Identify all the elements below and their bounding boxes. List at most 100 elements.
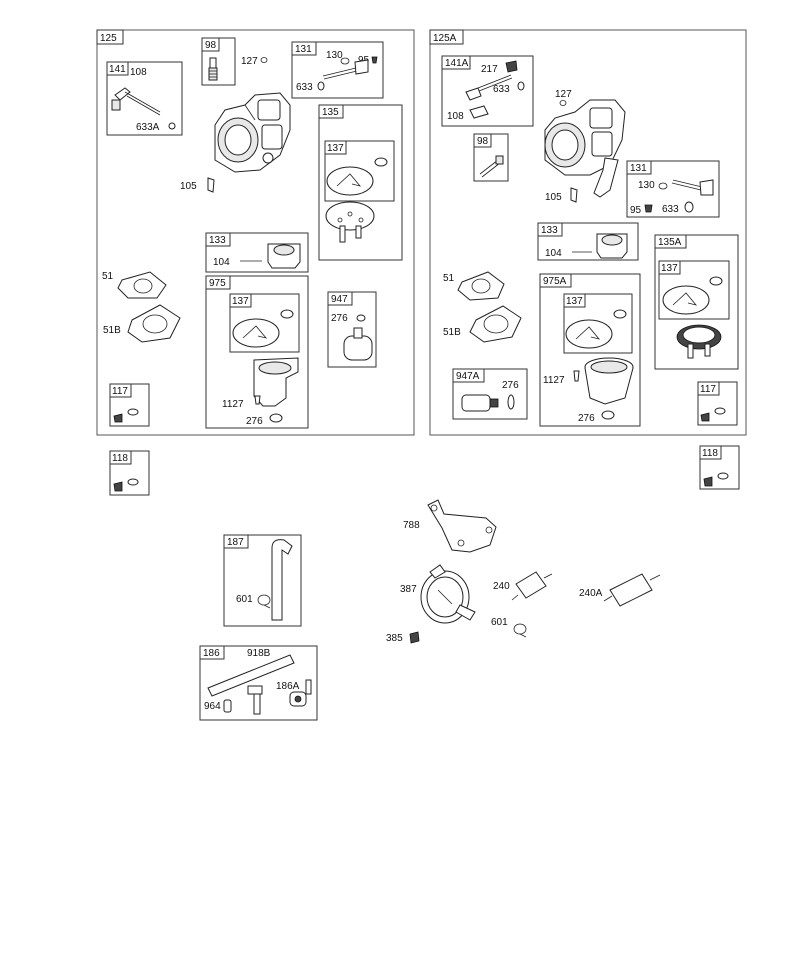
- kit-137c-tag: 137: [661, 263, 678, 274]
- kit-98b-tag: 98: [477, 136, 489, 147]
- kit-187-tag-box: [223, 534, 249, 549]
- kit-975-frame: [205, 275, 309, 429]
- label-964: 964: [204, 701, 221, 712]
- kit-137d-tag-box: [563, 293, 586, 308]
- kit-975A-frame: [539, 273, 641, 427]
- kit-137a-tag-box: [324, 140, 347, 155]
- label-633A: 633A: [136, 122, 160, 133]
- label-387: 387: [400, 584, 417, 595]
- kit-975A-tag-box: [539, 273, 572, 288]
- carburetor-body-left: [214, 92, 291, 173]
- kit-118-tag-box: [109, 450, 132, 465]
- label-788: 788: [403, 520, 420, 531]
- screw-1127: [254, 395, 261, 405]
- label-1127: 1127: [222, 399, 244, 410]
- group-125A-frame: [429, 29, 747, 436]
- washer-130: [340, 57, 350, 65]
- group-125-tag: 125: [100, 33, 117, 44]
- float-bowl-975A: [584, 357, 634, 405]
- solenoid-947: [343, 314, 373, 361]
- screw-95: [371, 56, 378, 64]
- kit-131b-tag-box: [626, 160, 652, 175]
- label-127: 127: [241, 56, 258, 67]
- gasket-set-137c: [662, 276, 723, 315]
- needle-105-right: [570, 187, 578, 203]
- label-633-right-b: 633: [662, 204, 679, 215]
- clamp-601: [257, 594, 271, 609]
- fuel-pump-387: [420, 564, 476, 624]
- kit-141-tag-box: [106, 61, 129, 76]
- kit-131-tag: 131: [295, 44, 312, 55]
- label-240: 240: [493, 581, 510, 592]
- shutoff-valve-186A: [289, 679, 312, 707]
- gasket-51B-right: [469, 305, 522, 343]
- kit-947A-frame: [452, 368, 528, 420]
- kit-186-frame: [199, 645, 318, 721]
- oring-117: [127, 408, 139, 416]
- choke-shaft-141A: [465, 74, 513, 101]
- solenoid-947A: [461, 394, 515, 412]
- washer-276-bowl-right: [601, 410, 615, 420]
- gasket-set-137b: [232, 309, 294, 348]
- washer-130-right: [658, 182, 668, 190]
- label-95-right: 95: [630, 205, 642, 216]
- choke-shaft-part: [111, 87, 161, 116]
- kit-117b-tag-box: [697, 381, 720, 396]
- washer-276-bowl: [269, 413, 283, 423]
- float-bowl-135: [325, 201, 375, 243]
- label-240A: 240A: [579, 588, 603, 599]
- label-276-bowl-right: 276: [578, 413, 595, 424]
- fuel-filter-240A: [603, 573, 661, 607]
- clip-964: [223, 699, 232, 713]
- kit-187-tag: 187: [227, 537, 244, 548]
- kit-975A-tag: 975A: [543, 276, 567, 287]
- kit-137c-frame: [658, 260, 730, 320]
- group-125A-tag: 125A: [433, 33, 457, 44]
- gasket-51: [117, 271, 167, 299]
- label-130: 130: [326, 50, 343, 61]
- kit-137a-frame: [324, 140, 395, 202]
- kit-947A-tag: 947A: [456, 371, 480, 382]
- kit-131b-frame: [626, 160, 720, 218]
- kit-133-tag: 133: [209, 235, 226, 246]
- jet-118b: [703, 476, 713, 487]
- kit-137b-frame: [229, 293, 300, 353]
- kit-98-tag-box: [201, 37, 220, 52]
- fuel-filter-240: [511, 571, 553, 601]
- label-633-right: 633: [493, 84, 510, 95]
- kit-141A-frame: [441, 55, 534, 127]
- kit-118-tag: 118: [112, 453, 128, 464]
- kit-141-frame: [106, 61, 183, 136]
- label-108: 108: [130, 67, 147, 78]
- kit-117-tag-box: [109, 383, 132, 398]
- kit-975-tag: 975: [209, 278, 226, 289]
- jet-117b: [700, 412, 710, 422]
- kit-137a-tag: 137: [327, 143, 344, 154]
- kit-141-tag: 141: [109, 64, 126, 75]
- throttle-shaft-131b: [671, 179, 714, 196]
- label-385: 385: [386, 633, 403, 644]
- label-918B: 918B: [247, 648, 271, 659]
- kit-117b-tag: 117: [700, 384, 716, 395]
- washer-633: [317, 81, 325, 91]
- knob-217: [505, 60, 518, 73]
- kit-98-tag: 98: [205, 40, 217, 51]
- label-51B-right: 51B: [443, 327, 461, 338]
- kit-118b-tag: 118: [702, 448, 718, 459]
- kit-135-frame: [318, 104, 403, 261]
- kit-187-frame: [223, 534, 302, 627]
- oring-118b: [717, 472, 729, 480]
- label-51: 51: [102, 271, 114, 282]
- label-105: 105: [180, 181, 197, 192]
- screw-95-right: [644, 204, 653, 213]
- label-276-solenoid-right: 276: [502, 380, 519, 391]
- kit-135A-tag-box: [654, 234, 687, 249]
- gasket-set-137d: [565, 309, 627, 349]
- kit-98b-tag-box: [473, 133, 492, 148]
- label-105-right: 105: [545, 192, 562, 203]
- washer-633-right-b: [684, 201, 694, 213]
- jet-117: [113, 413, 123, 423]
- kit-135-tag-box: [318, 104, 344, 119]
- carburetor-body-right: [544, 99, 626, 198]
- gasket-set-137a: [326, 157, 388, 196]
